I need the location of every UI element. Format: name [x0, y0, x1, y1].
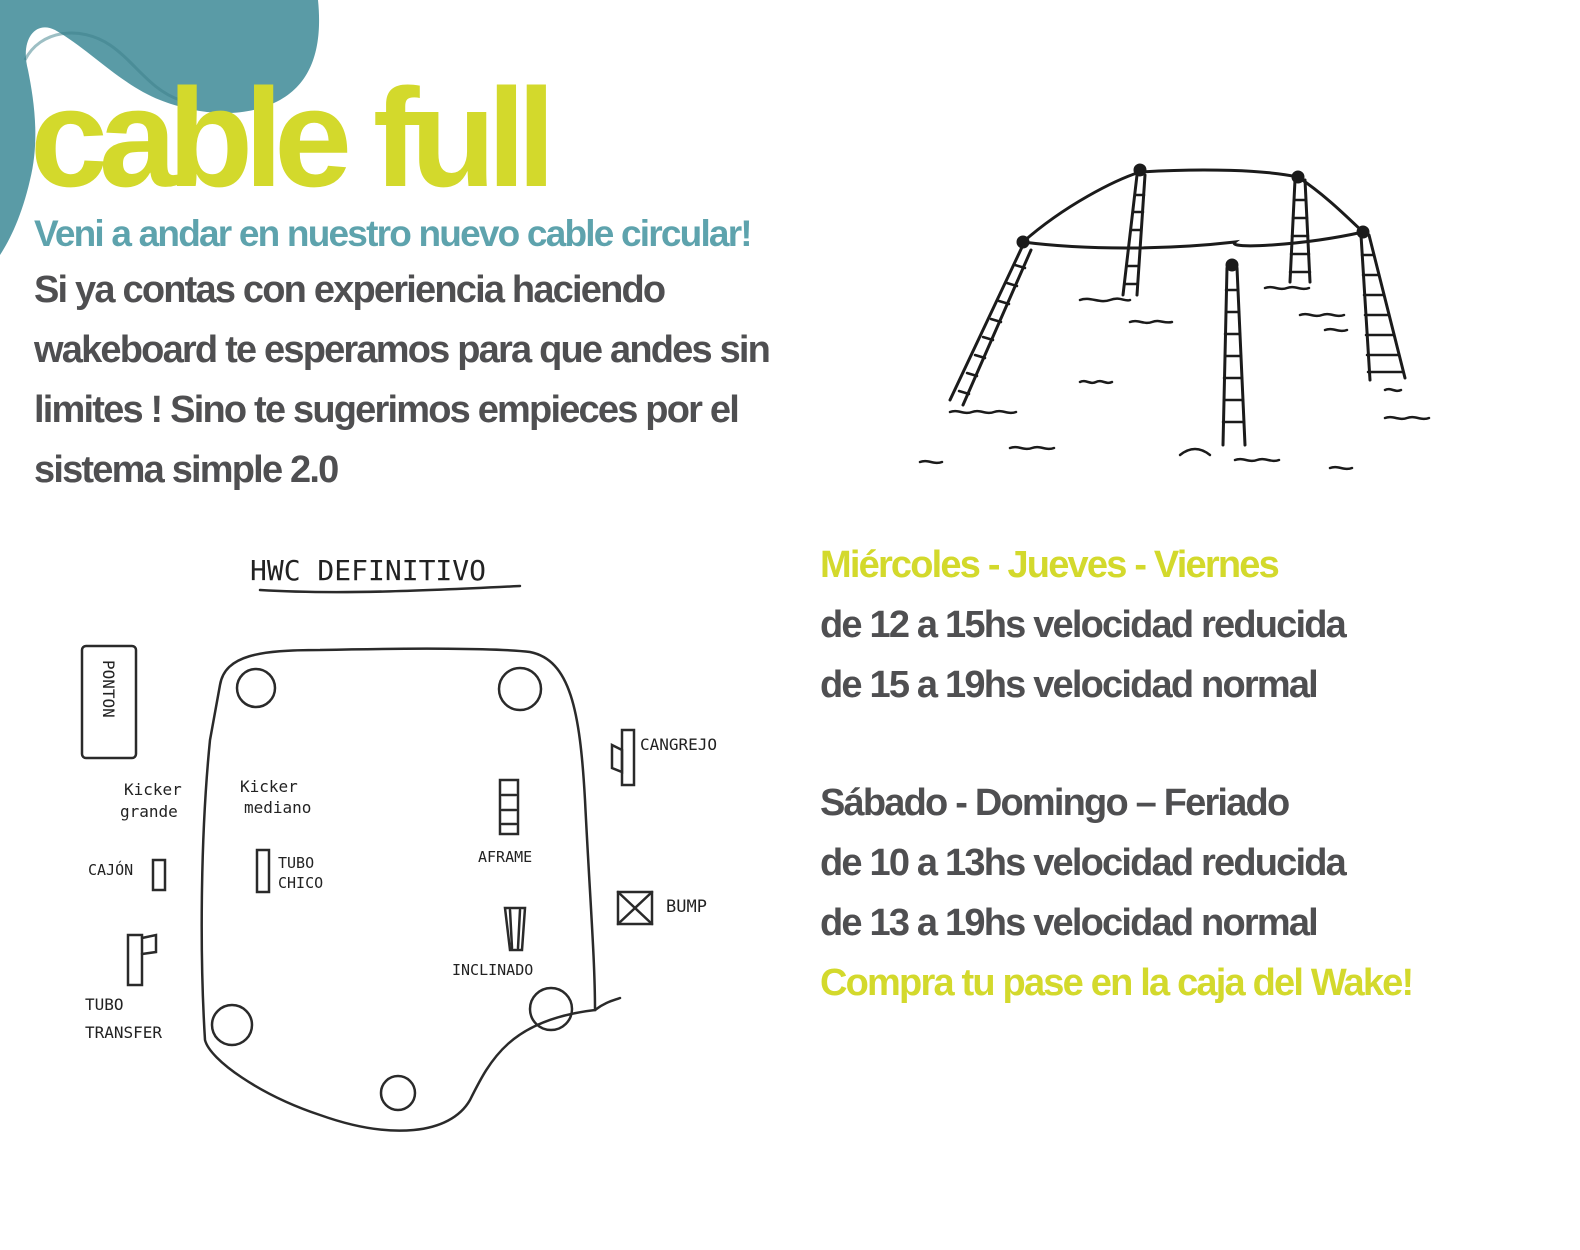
weekdays-line-1: de 12 a 15hs velocidad reducida: [820, 604, 1347, 646]
map-label-bump: BUMP: [666, 897, 707, 917]
page-title: cable full: [30, 59, 556, 216]
weekdays-line-2: de 15 a 19hs velocidad normal: [820, 664, 1319, 706]
map-label-aframe: AFRAME: [478, 848, 532, 866]
teal-blob-decoration: [0, 0, 320, 255]
cta-text: Compra tu pase en la caja del Wake!: [820, 962, 1414, 1004]
map-heading: HWC DEFINITIVO: [250, 554, 486, 587]
map-label-tubo-chico-2: CHICO: [278, 874, 323, 892]
weekend-title: Sábado - Domingo – Feriado: [820, 782, 1290, 824]
schedule-section: Miércoles - Jueves - Viernes de 12 a 15h…: [820, 535, 1570, 1013]
intro-paragraph: Si ya contas con experiencia haciendo wa…: [34, 269, 771, 491]
map-label-tubo-transfer-2: TRANSFER: [85, 1023, 162, 1042]
weekend-line-1: de 10 a 13hs velocidad reducida: [820, 842, 1347, 884]
map-label-tubo-chico-1: TUBO: [278, 854, 314, 872]
map-label-kicker-mediano-2: mediano: [244, 798, 311, 817]
weekend-line-2: de 13 a 19hs velocidad normal: [820, 902, 1319, 944]
map-label-tubo-transfer-1: TUBO: [85, 995, 124, 1014]
map-label-cangrejo: CANGREJO: [640, 735, 717, 754]
map-label-ponton: PONTON: [99, 660, 118, 718]
map-label-inclinado: INCLINADO: [452, 961, 533, 979]
map-label-cajon: CAJÓN: [88, 860, 133, 879]
weekdays-title: Miércoles - Jueves - Viernes: [820, 544, 1280, 586]
map-label-kicker-grande-2: grande: [120, 802, 178, 821]
subtitle: Veni a andar en nuestro nuevo cable circ…: [34, 213, 753, 254]
cable-illustration: [918, 163, 1431, 471]
map-label-kicker-grande-1: Kicker: [124, 780, 182, 799]
park-map: HWC DEFINITIVO PONTON Kicker grande Kick…: [80, 554, 717, 1132]
map-label-kicker-mediano-1: Kicker: [240, 777, 298, 796]
